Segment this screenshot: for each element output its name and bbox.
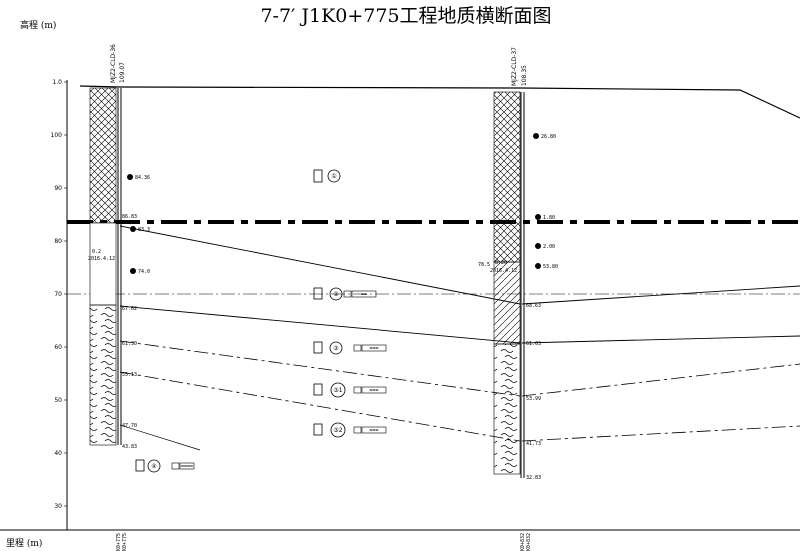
spt-point	[127, 174, 133, 180]
stratum-label: ② ==	[313, 287, 377, 301]
stratum-code: ①	[331, 173, 336, 180]
water-level: 78.5	[478, 262, 490, 268]
spt-value: 26.80	[541, 134, 556, 140]
tick-label: 60	[54, 344, 62, 351]
borehole-id: MJZ2-CLD-36	[110, 44, 117, 83]
stratum-code: ④	[151, 463, 156, 470]
stratum-boundary	[521, 335, 800, 344]
stratum-code: ②	[333, 291, 339, 298]
borehole-elevation: 108.35	[521, 65, 528, 86]
borehole-left: MJZ2-CLD-36 109.07 86.83 67.62 61.30 55.…	[88, 44, 150, 551]
stratum-boundary	[521, 363, 800, 397]
borehole-mileage: K0+775	[116, 533, 122, 551]
spt-value: 83.3	[138, 227, 150, 233]
spt-point	[533, 133, 539, 139]
spt-point	[130, 268, 136, 274]
stratum-code: ③	[333, 345, 338, 352]
spt-value: 1.80	[543, 215, 555, 221]
stratum-code: ③2	[333, 427, 342, 434]
stratum-boundary	[119, 371, 521, 442]
tick-label: 50	[54, 397, 62, 404]
stratum-boundary	[119, 225, 521, 305]
stratum-boundary	[119, 340, 521, 397]
diagram-title: 7-7′ J1K0+775工程地质横断面图	[260, 5, 551, 27]
spt-point	[130, 226, 136, 232]
layer-mark: 61.30	[122, 341, 137, 347]
tick-label: 30	[54, 503, 62, 510]
note: 8.20	[495, 260, 507, 266]
layer-mark: 47.70	[122, 423, 137, 429]
layer-mark: 53.99	[526, 396, 541, 402]
fill-column	[89, 87, 117, 224]
borehole-mileage: K0+832	[520, 533, 526, 551]
stratum-box: ===	[369, 428, 378, 434]
spt-point	[535, 214, 541, 220]
distance-axis-label: 里程 (m)	[6, 538, 42, 549]
clay-column	[493, 261, 521, 345]
stratum-code: ③1	[333, 387, 342, 394]
tick-label: 1.0	[52, 79, 62, 86]
borehole-mileage: K0+832	[526, 533, 532, 551]
stratum-box: ===	[369, 346, 378, 352]
stratum-label: ④ ====	[135, 459, 195, 473]
spt-value: 74.0	[138, 269, 150, 275]
stratum-boundary	[521, 425, 800, 442]
tick-label: 40	[54, 450, 62, 457]
stratum-boundary	[521, 285, 800, 305]
stratum-label: ③2 ===	[313, 422, 387, 438]
depth-note: 2016.4.12	[88, 256, 115, 262]
tick-label: 100	[51, 132, 63, 139]
tick-label: 90	[54, 185, 62, 192]
layer-mark: 32.83	[526, 475, 541, 481]
layer-mark: 43.83	[122, 444, 137, 450]
stratum-label: ①	[313, 169, 341, 183]
stratum-label: ③1 ===	[313, 382, 387, 398]
fill-column	[493, 91, 521, 263]
ground-surface-line	[79, 85, 800, 119]
elevation-ticks: 1.0 100 90 80 70 60 50 40 30	[51, 79, 67, 510]
weathered-column	[89, 304, 117, 446]
stratum-box: ====	[181, 464, 193, 470]
stratum-boundary	[119, 305, 521, 344]
spt-point	[535, 263, 541, 269]
note: 0.2	[92, 249, 101, 255]
borehole-mileage: K0+775	[122, 533, 128, 551]
layer-mark: 55.13	[122, 372, 137, 378]
spt-value: 84.36	[135, 175, 150, 181]
layer-mark: 41.73	[526, 441, 541, 447]
layer-mark: 61.63	[526, 341, 541, 347]
clay-column	[89, 222, 117, 306]
weathered-column	[493, 343, 521, 475]
stratum-boundary	[119, 424, 201, 451]
tick-label: 80	[54, 238, 62, 245]
depth-note: 2016.4.12	[490, 268, 517, 274]
stratum-label: ③ ===	[313, 341, 387, 355]
layer-mark: 86.83	[122, 214, 137, 220]
borehole-right: MJZ2-CLD-37 108.35 68.63 61.63 53.99 41.…	[478, 47, 558, 551]
spt-point	[535, 243, 541, 249]
stratum-box: ==	[361, 292, 367, 298]
stratum-box: ===	[369, 388, 378, 394]
elevation-axis-label: 高程 (m)	[20, 19, 56, 31]
tick-label: 70	[54, 291, 62, 298]
spt-value: 2.00	[543, 244, 555, 250]
borehole-elevation: 109.07	[119, 62, 126, 83]
layer-mark: 68.63	[526, 303, 541, 309]
layer-mark: 67.62	[122, 306, 137, 312]
borehole-id: MJZ2-CLD-37	[511, 47, 518, 86]
spt-value: 53.80	[543, 264, 558, 270]
